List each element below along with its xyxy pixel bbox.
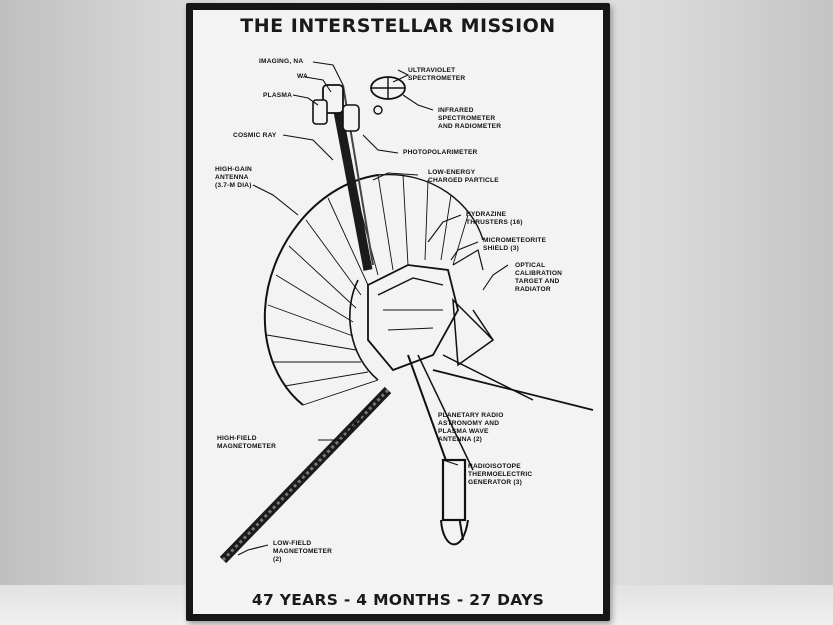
mission-duration: 47 YEARS - 4 MONTHS - 27 DAYS	[251, 591, 545, 609]
label-plasma: PLASMA	[263, 92, 293, 99]
label-low-field-magnetometer: LOW-FIELD MAGNETOMETER (2)	[273, 540, 333, 563]
label-low-energy-charged-particle: LOW-ENERGY CHARGED PARTICLE	[428, 169, 499, 184]
label-optical-calibration-target: OPTICAL CALIBRATION TARGET AND RADIATOR	[515, 262, 563, 293]
poster-title: THE INTERSTELLAR MISSION	[240, 15, 556, 37]
label-hydrazine-thrusters: HYDRAZINE THRUSTERS (16)	[466, 211, 523, 226]
label-infrared-spectrometer: INFRARED SPECTROMETER AND RADIOMETER	[438, 107, 502, 130]
label-high-gain-antenna: HIGH-GAIN ANTENNA (3.7-m DIA)	[215, 166, 252, 189]
label-high-field-magnetometer: HIGH-FIELD MAGNETOMETER	[217, 435, 277, 450]
label-micrometeorite-shield: MICROMETEORITE SHIELD (3)	[483, 237, 547, 252]
label-planetary-radio-astronomy: PLANETARY RADIO ASTRONOMY AND PLASMA WAV…	[438, 412, 504, 443]
label-ultraviolet-spectrometer: ULTRAVIOLET SPECTROMETER	[408, 67, 466, 82]
label-cosmic-ray: COSMIC RAY	[233, 132, 277, 139]
label-rtg: RADIOISOTOPE THERMOELECTRIC GENERATOR (3…	[468, 463, 533, 486]
voyager-spacecraft-diagram	[219, 61, 594, 564]
label-wa: WA	[297, 73, 309, 80]
label-imaging-na: IMAGING, NA	[259, 58, 304, 65]
poster-frame: THE INTERSTELLAR MISSION	[186, 3, 610, 621]
label-photopolarimeter: PHOTOPOLARIMETER	[403, 149, 478, 156]
poster-panel: THE INTERSTELLAR MISSION	[193, 10, 603, 614]
